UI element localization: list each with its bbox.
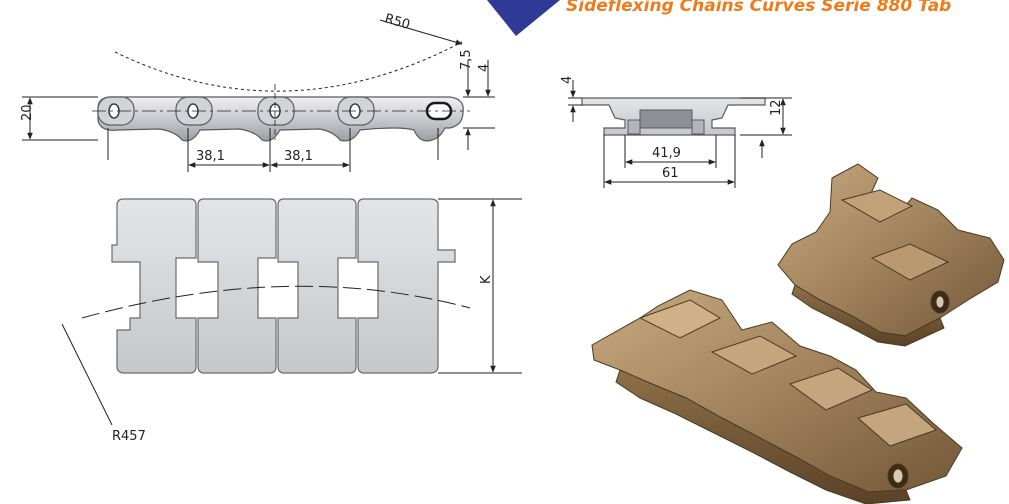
r457-curve: [81, 285, 471, 319]
label-offset-b: 4: [477, 64, 492, 72]
label-r50: R50: [383, 11, 412, 32]
dim-pitch: [107, 128, 439, 172]
chain-plate: [277, 198, 357, 374]
top-view: R457 K: [61, 198, 522, 444]
label-top-thickness: 4: [560, 76, 575, 84]
header-title: Sideflexing Chains Curves Serie 880 Tab: [566, 0, 951, 16]
label-offset-a: 7,5: [459, 49, 474, 70]
dim-height: [22, 96, 98, 141]
label-width-k: K: [479, 275, 494, 284]
chain-plate: [197, 198, 277, 374]
r50-arc: [114, 41, 463, 92]
chain-plate: [357, 198, 456, 374]
label-inner-width: 41,9: [652, 146, 681, 161]
label-pitch-2: 38,1: [284, 149, 313, 164]
label-side-height: 12: [769, 99, 784, 116]
header-banner: Sideflexing Chains Curves Serie 880 Tab: [487, 0, 951, 36]
label-r457: R457: [112, 429, 146, 444]
dim-offsets: [463, 60, 495, 150]
chain-3d-render: [591, 163, 1005, 504]
r50-leader: [379, 19, 463, 45]
chain-plate: [111, 198, 197, 374]
chain-render-lower: [591, 289, 963, 504]
side-view: R50 20: [20, 11, 495, 172]
cross-section: 4 12 41,9 61: [560, 76, 792, 188]
label-outer-width: 61: [662, 166, 679, 181]
label-pitch-1: 38,1: [196, 149, 225, 164]
chain-render-upper: [777, 163, 1005, 347]
banner-triangle: [487, 0, 560, 36]
label-height: 20: [20, 104, 35, 121]
